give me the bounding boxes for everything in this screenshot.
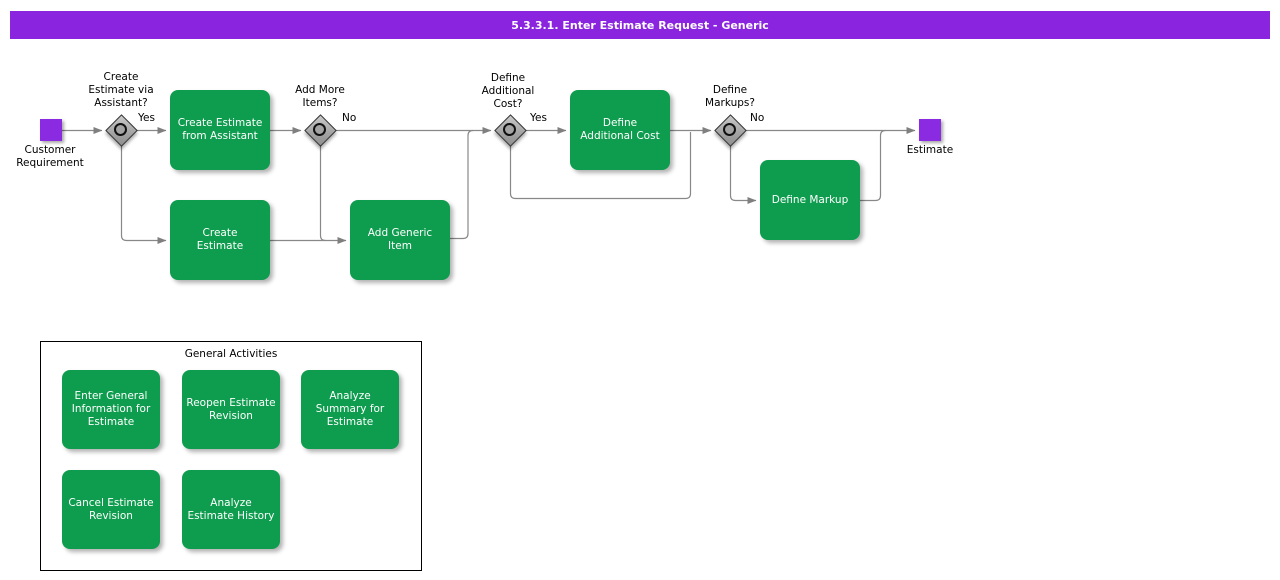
task-add-generic-item[interactable]: Add Generic Item: [350, 200, 450, 280]
edge-task3-up-join: [450, 129, 474, 240]
task-analyze-summary-for-estimate[interactable]: Analyze Summary for Estimate: [301, 370, 399, 449]
general-activities-title: General Activities: [184, 348, 278, 360]
decision2-branch-label: No: [342, 112, 357, 124]
edge-decision3-skip-loop: [509, 132, 692, 200]
start-event-label: Customer Requirement: [16, 144, 84, 169]
decision4-question: Define Markups?: [705, 84, 755, 109]
task-define-markup[interactable]: Define Markup: [760, 160, 860, 240]
decision4-branch-label: No: [750, 112, 765, 124]
title-bar: 5.3.3.1. Enter Estimate Request - Generi…: [10, 11, 1270, 39]
decision3-branch-label: Yes: [530, 112, 547, 124]
end-event-square: [919, 119, 941, 141]
task-create-estimate[interactable]: Create Estimate: [170, 200, 270, 280]
page-title: 5.3.3.1. Enter Estimate Request - Generi…: [511, 18, 769, 32]
gateway-circle-icon: [503, 123, 516, 136]
task-cancel-estimate-revision[interactable]: Cancel Estimate Revision: [62, 470, 160, 549]
edge-decision1-down: [120, 145, 167, 244]
decision1-gateway: [105, 114, 138, 147]
decision2-question: Add More Items?: [295, 84, 345, 109]
task-define-additional-cost[interactable]: Define Additional Cost: [570, 90, 670, 170]
task-enter-general-information-for-estimate[interactable]: Enter General Information for Estimate: [62, 370, 160, 449]
end-event-label: Estimate: [906, 144, 954, 156]
decision3-gateway: [494, 114, 527, 147]
edge-decision4-down: [729, 145, 757, 204]
decision1-question: Create Estimate via Assistant?: [88, 71, 154, 109]
gateway-circle-icon: [114, 123, 127, 136]
gateway-circle-icon: [723, 123, 736, 136]
edge-decision2-down: [319, 145, 326, 242]
start-event-square: [40, 119, 62, 141]
task-reopen-estimate-revision[interactable]: Reopen Estimate Revision: [182, 370, 280, 449]
decision1-branch-label: Yes: [138, 112, 155, 124]
task-analyze-estimate-history[interactable]: Analyze Estimate History: [182, 470, 280, 549]
edge-task5-up-join: [860, 129, 886, 202]
decision4-gateway: [714, 114, 747, 147]
decision2-gateway: [304, 114, 337, 147]
gateway-circle-icon: [313, 123, 326, 136]
general-activities-container: General Activities Enter General Informa…: [40, 341, 422, 571]
decision3-question: Define Additional Cost?: [481, 72, 535, 110]
task-create-estimate-from-assistant[interactable]: Create Estimate from Assistant: [170, 90, 270, 170]
